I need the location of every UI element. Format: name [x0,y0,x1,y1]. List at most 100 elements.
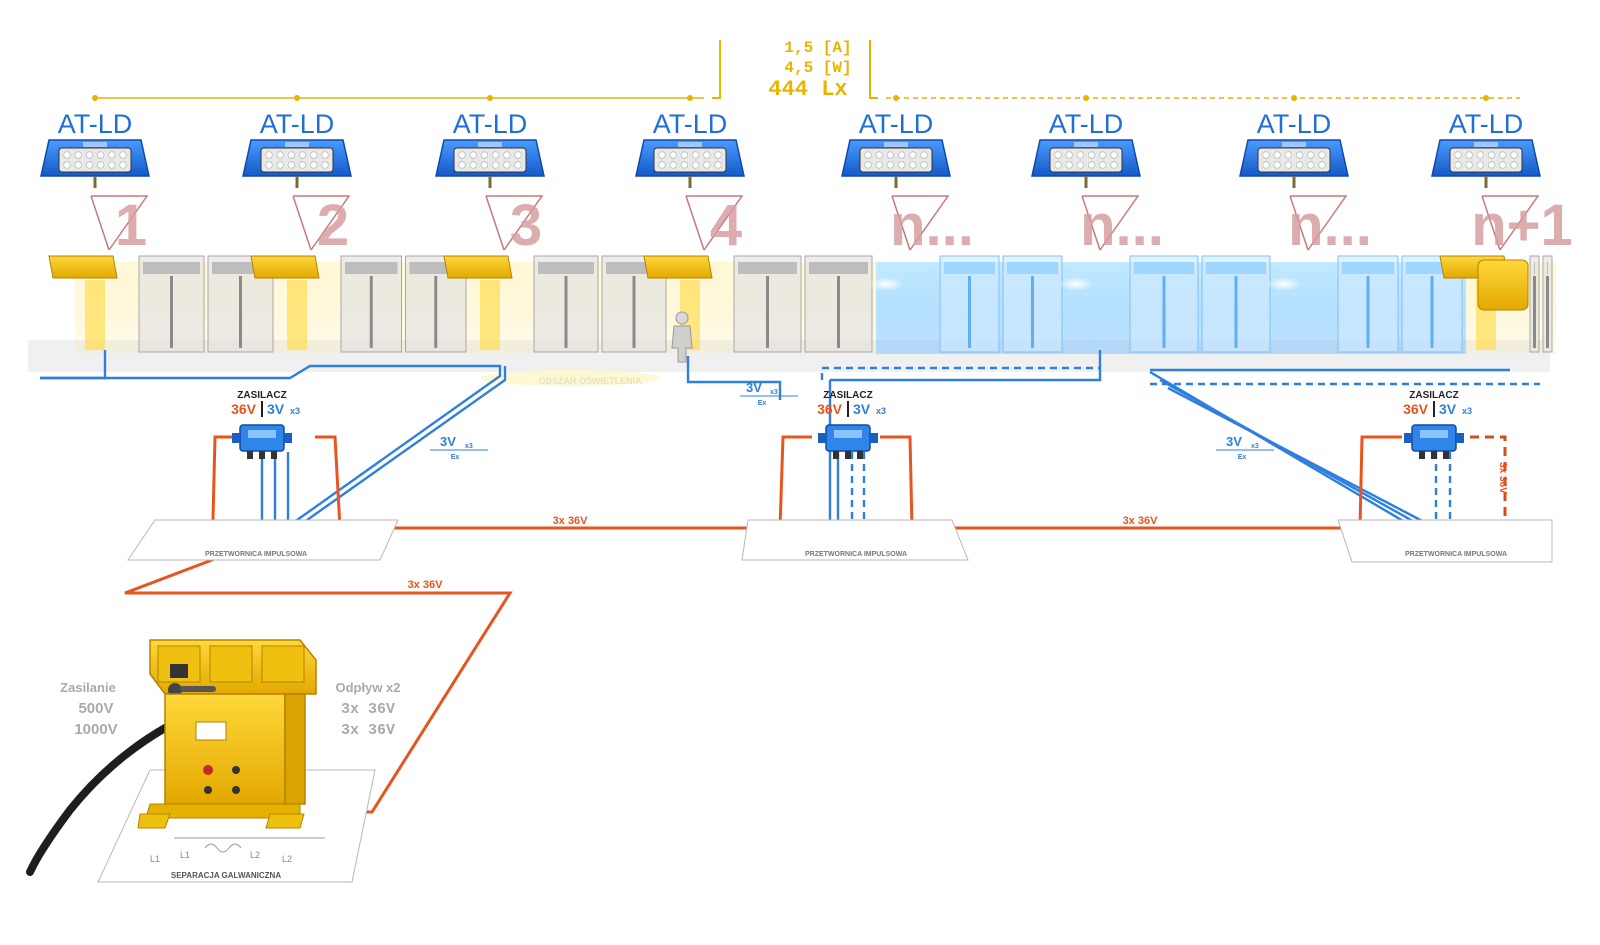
led-element [691,151,700,159]
lamp-bracket [884,142,908,147]
led-element [1065,151,1073,159]
converter-label-3: PRZETWORNICA IMPULSOWA [1405,551,1507,558]
wire-orange-bus2 [880,435,1402,530]
number-callout-line [1082,195,1140,251]
number-callout-line [1290,195,1348,251]
chassis-canopy [1134,262,1194,274]
lamp-lens [859,147,933,173]
number-callout-line [1482,195,1540,251]
ex-label-3: 3V x3 Ex [1216,434,1274,461]
led-element [63,161,71,169]
wire-blue-dash-a [820,366,1100,380]
supply-value-500: 500V [78,700,113,717]
led-element [1273,161,1281,169]
symbol-l1-b: L1 [180,850,190,860]
supply-gland [870,433,878,443]
at-ld-lamp: AT-LD [1239,109,1349,188]
led-element [1054,151,1062,159]
led-element [1510,161,1518,169]
lamp-bracket [83,142,107,147]
led-element [1318,161,1326,169]
led-element [1076,161,1085,169]
dimension-dot [1083,95,1089,101]
led-element [680,161,689,169]
shield-row [48,255,1553,353]
blue-3v-wiring-dashed [820,366,1540,528]
led-element [1454,161,1462,169]
supply-in-voltage: 36V [817,401,843,417]
yellow-shield-module [48,255,118,279]
section-number: n+1 [1471,193,1573,258]
header-readout: 1,5 [A] 4,5 [W] 444 Lx [712,39,878,102]
led-element [63,151,71,159]
supply-out-voltage: 3V [267,401,285,417]
wire-blue-d [830,350,1102,382]
number-callout-line [686,195,744,251]
led-element [119,151,127,159]
number-callout-line [486,195,544,251]
led-element [1454,151,1462,159]
blue-light-spot [1266,277,1302,291]
led-element [1295,161,1304,169]
area-glow [480,370,660,386]
chassis-canopy [1534,262,1535,274]
converter-plate-3: PRZETWORNICA IMPULSOWA [1337,519,1553,563]
lamp-bracket [1474,142,1498,147]
chassis-canopy [1206,262,1266,274]
led-element [108,161,116,169]
lamp-bracket [1282,142,1306,147]
dimension-dot [1483,95,1489,101]
bus-label-3: 3x 36V [408,579,444,591]
led-element [1465,151,1473,159]
header-lux: 444 Lx [768,77,847,102]
section-number: 4 [710,193,742,258]
wire-blue-a [40,364,502,526]
wire-blue-j [1167,386,1431,527]
lamp-lens [1257,147,1331,173]
converter-plate-2: PRZETWORNICA IMPULSOWA [741,519,969,561]
supply-title: Zasilanie [60,680,116,695]
lamp-bracket [678,142,702,147]
wire-blue-i [1149,370,1411,527]
supply-title: ZASILACZ [237,390,286,401]
supply-label-plate [1420,430,1448,438]
led-element [265,161,273,169]
blue-light-spot [868,277,904,291]
supply-output-gland [845,451,851,459]
lamp-lens [653,147,727,173]
led-element [909,151,917,159]
yellow-shield-leg [287,280,307,350]
led-element [1499,151,1507,159]
ex-label-1-ex: Ex [451,454,460,461]
lamp-lens [453,147,527,173]
led-element [108,151,116,159]
led-element [458,161,466,169]
supply-out-sub: x3 [1462,406,1472,416]
lamp-lens [1449,147,1523,173]
led-element [503,161,511,169]
supply-in-voltage: 36V [231,401,257,417]
at-ld-lamp: AT-LD [635,109,745,188]
ex-label-3-sub: x3 [1251,443,1259,450]
led-element [1087,151,1096,159]
at-ld-lamp: AT-LD [40,109,150,188]
led-element [1284,161,1293,169]
section-number: n... [1080,193,1164,258]
led-element [1476,151,1485,159]
supply-gland [1404,433,1412,443]
led-element [469,151,477,159]
led-element [897,151,906,159]
led-element [1262,151,1270,159]
led-element [287,161,296,169]
dimension-dot [1291,95,1297,101]
led-element [1273,151,1281,159]
supply-title: ZASILACZ [1409,390,1458,401]
led-element [458,151,466,159]
led-element [96,151,105,159]
dimension-dot [294,95,300,101]
lamp-lens [260,147,334,173]
lamp-bracket [285,142,309,147]
led-element [298,151,307,159]
lamp-label: AT-LD [653,109,728,139]
